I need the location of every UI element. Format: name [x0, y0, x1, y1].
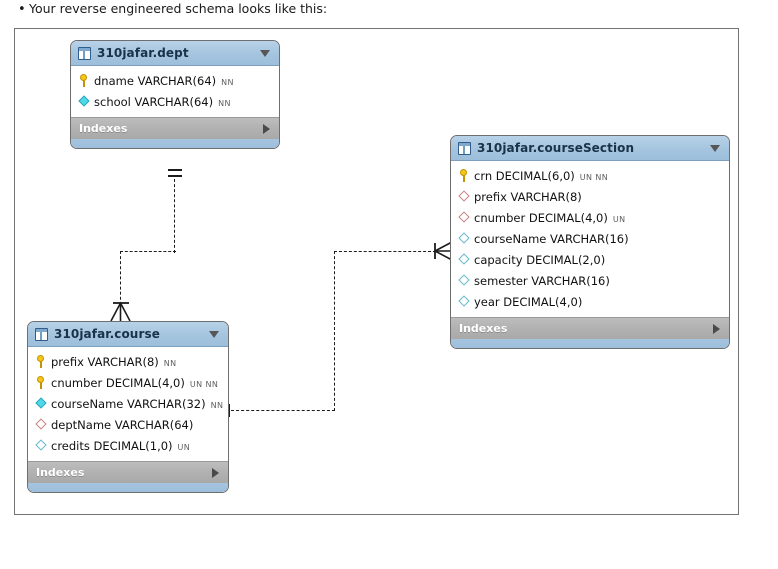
er-table-title-courseSection: 310jafar.courseSection	[477, 141, 635, 155]
er-column-row[interactable]: prefix VARCHAR(8) NN	[28, 351, 228, 372]
er-table-footer-strip	[28, 483, 228, 492]
er-column-row[interactable]: semester VARCHAR(16)	[451, 270, 729, 291]
connector-dept-course-segment-h	[120, 251, 176, 252]
foreign-key-diamond-icon	[458, 211, 470, 224]
er-column-name: cnumber DECIMAL(4,0)	[51, 375, 185, 390]
er-table-courseSection[interactable]: 310jafar.courseSection crn DECIMAL(6,0) …	[450, 135, 730, 349]
er-column-row[interactable]: cnumber DECIMAL(4,0) UN	[451, 207, 729, 228]
bullet-glyph: •	[18, 2, 26, 17]
er-table-header-dept[interactable]: 310jafar.dept	[71, 41, 279, 66]
er-column-row[interactable]: credits DECIMAL(1,0) UN	[28, 435, 228, 456]
column-filled-diamond-icon	[35, 397, 47, 410]
connector-course-section-segment-v	[334, 251, 335, 411]
er-indexes-bar-dept[interactable]: Indexes	[71, 117, 279, 139]
er-column-list-courseSection: crn DECIMAL(6,0) UN NN prefix VARCHAR(8)…	[451, 161, 729, 317]
er-column-flags: NN	[221, 78, 234, 87]
column-filled-diamond-icon	[78, 95, 90, 108]
er-column-name: crn DECIMAL(6,0)	[474, 168, 575, 183]
connector-course-section-segment-h2	[334, 251, 436, 252]
er-column-row[interactable]: capacity DECIMAL(2,0)	[451, 249, 729, 270]
er-column-name: courseName VARCHAR(32)	[51, 396, 206, 411]
primary-key-icon	[78, 74, 90, 87]
chevron-right-icon[interactable]	[263, 124, 270, 134]
table-icon	[35, 327, 48, 341]
er-column-name: deptName VARCHAR(64)	[51, 417, 194, 432]
er-column-name: credits DECIMAL(1,0)	[51, 438, 173, 453]
column-open-diamond-icon	[458, 274, 470, 287]
er-table-header-course[interactable]: 310jafar.course	[28, 322, 228, 347]
table-icon	[458, 141, 471, 155]
cardinality-many-crowfoot-course	[110, 302, 131, 322]
er-column-flags: NN	[210, 401, 224, 410]
er-table-footer-strip	[71, 139, 279, 148]
er-column-name: courseName VARCHAR(16)	[474, 231, 629, 246]
caption-text: Your reverse engineered schema looks lik…	[29, 1, 328, 16]
er-column-name: prefix VARCHAR(8)	[51, 354, 159, 369]
diagram-canvas[interactable]: 310jafar.dept dname VARCHAR(64) NN schoo…	[14, 28, 739, 515]
column-open-diamond-icon	[458, 253, 470, 266]
er-column-row[interactable]: prefix VARCHAR(8)	[451, 186, 729, 207]
er-column-flags: NN	[218, 99, 231, 108]
er-column-row[interactable]: year DECIMAL(4,0)	[451, 291, 729, 312]
er-column-name: school VARCHAR(64)	[94, 94, 214, 109]
er-indexes-label: Indexes	[36, 466, 85, 479]
er-column-name: capacity DECIMAL(2,0)	[474, 252, 606, 267]
connector-dept-course-segment-v1	[174, 179, 175, 253]
er-column-name: semester VARCHAR(16)	[474, 273, 610, 288]
er-table-header-courseSection[interactable]: 310jafar.courseSection	[451, 136, 729, 161]
cardinality-one-bar-dept-2	[168, 175, 182, 177]
primary-key-icon	[35, 376, 47, 389]
er-column-name: year DECIMAL(4,0)	[474, 294, 583, 309]
connector-dept-course-segment-v2	[120, 251, 121, 315]
er-column-list-dept: dname VARCHAR(64) NN school VARCHAR(64) …	[71, 66, 279, 117]
foreign-key-diamond-icon	[35, 418, 47, 431]
er-column-row[interactable]: courseName VARCHAR(32) NN	[28, 393, 228, 414]
er-column-name: cnumber DECIMAL(4,0)	[474, 210, 608, 225]
er-table-footer-strip	[451, 339, 729, 348]
er-column-row[interactable]: cnumber DECIMAL(4,0) UN NN	[28, 372, 228, 393]
er-column-row[interactable]: school VARCHAR(64) NN	[71, 91, 279, 112]
er-column-list-course: prefix VARCHAR(8) NN cnumber DECIMAL(4,0…	[28, 347, 228, 461]
er-column-row[interactable]: courseName VARCHAR(16)	[451, 228, 729, 249]
foreign-key-diamond-icon	[458, 190, 470, 203]
primary-key-icon	[458, 169, 470, 182]
er-column-flags: NN	[163, 359, 177, 368]
er-column-flags: UN	[177, 443, 191, 452]
chevron-down-icon[interactable]	[209, 331, 219, 338]
cardinality-one-bar-dept	[168, 169, 182, 171]
table-icon	[78, 46, 91, 60]
er-indexes-label: Indexes	[459, 322, 508, 335]
column-open-diamond-icon	[458, 295, 470, 308]
er-indexes-bar-courseSection[interactable]: Indexes	[451, 317, 729, 339]
er-table-course[interactable]: 310jafar.course prefix VARCHAR(8) NN cnu…	[27, 321, 229, 493]
primary-key-icon	[35, 355, 47, 368]
er-column-name: prefix VARCHAR(8)	[474, 189, 582, 204]
column-open-diamond-icon	[35, 439, 47, 452]
er-column-flags: UN	[612, 215, 626, 224]
er-indexes-label: Indexes	[79, 122, 128, 135]
caption-line: •Your reverse engineered schema looks li…	[18, 0, 327, 18]
er-column-name: dname VARCHAR(64)	[94, 73, 217, 88]
er-column-row[interactable]: crn DECIMAL(6,0) UN NN	[451, 165, 729, 186]
chevron-right-icon[interactable]	[212, 468, 219, 478]
er-column-flags: UN NN	[189, 380, 219, 389]
er-table-title-dept: 310jafar.dept	[97, 46, 189, 60]
er-column-flags: UN NN	[579, 173, 609, 182]
er-table-title-course: 310jafar.course	[54, 327, 160, 341]
chevron-right-icon[interactable]	[713, 324, 720, 334]
er-column-row[interactable]: deptName VARCHAR(64)	[28, 414, 228, 435]
chevron-down-icon[interactable]	[260, 50, 270, 57]
connector-course-section-segment-h1	[231, 410, 335, 411]
er-table-dept[interactable]: 310jafar.dept dname VARCHAR(64) NN schoo…	[70, 40, 280, 149]
column-open-diamond-icon	[458, 232, 470, 245]
er-column-row[interactable]: dname VARCHAR(64) NN	[71, 70, 279, 91]
er-indexes-bar-course[interactable]: Indexes	[28, 461, 228, 483]
cardinality-many-crowfoot-coursesection	[434, 241, 453, 261]
chevron-down-icon[interactable]	[710, 145, 720, 152]
